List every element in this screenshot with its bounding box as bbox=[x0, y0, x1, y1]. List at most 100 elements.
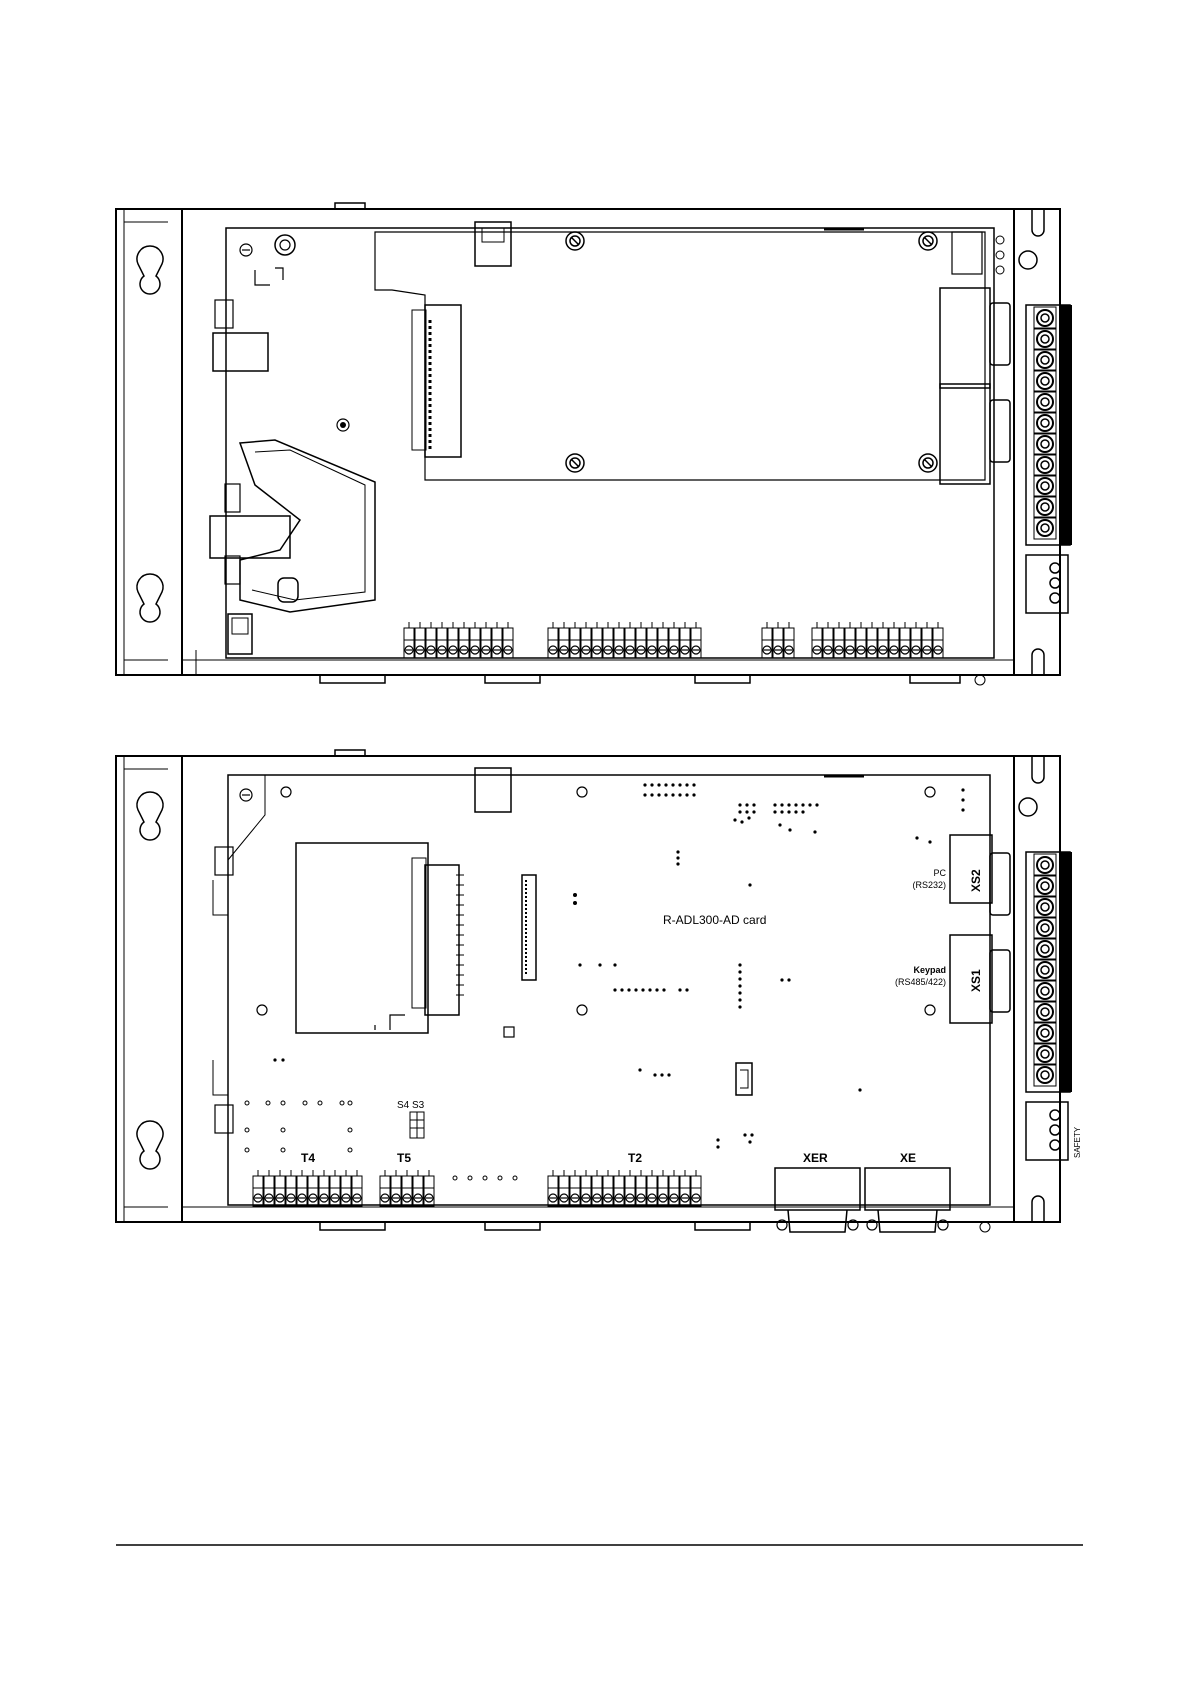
power-terminal-strip bbox=[1026, 305, 1072, 545]
pc-label: PC bbox=[933, 868, 946, 878]
terminal-screw-icon bbox=[592, 622, 602, 658]
housing-outline bbox=[182, 209, 1014, 675]
terminal-screw-icon bbox=[691, 622, 701, 658]
card-title-label: R-ADL300-AD card bbox=[663, 913, 766, 927]
power-terminal-icon bbox=[1034, 980, 1056, 1002]
terminal-screw-icon bbox=[581, 622, 591, 658]
terminal-screw-icon bbox=[481, 622, 491, 658]
safety-screw-icon bbox=[1050, 1140, 1060, 1150]
terminal-screw-icon bbox=[773, 622, 783, 658]
terminal-screw-icon bbox=[680, 622, 690, 658]
terminal-screw-icon bbox=[424, 1170, 434, 1206]
power-terminal-strip bbox=[1026, 852, 1072, 1092]
left-mounting-flange bbox=[116, 756, 182, 1222]
terminal-screw-icon bbox=[286, 1170, 296, 1206]
terminal-screw-icon bbox=[297, 1170, 307, 1206]
safety-terminal-top bbox=[1026, 555, 1068, 613]
power-terminal-icon bbox=[1034, 1064, 1056, 1086]
safety-screw-icon bbox=[1050, 593, 1060, 603]
terminal-screw-icon bbox=[413, 1170, 423, 1206]
xs1-label: XS1 bbox=[969, 969, 983, 992]
terminal-screw-icon bbox=[614, 622, 624, 658]
power-terminal-icon bbox=[1034, 475, 1056, 497]
keypad-label: Keypad bbox=[913, 965, 946, 975]
mounting-hole-icon bbox=[137, 792, 163, 840]
screw-icon bbox=[240, 244, 252, 256]
power-terminal-icon bbox=[1034, 412, 1056, 434]
terminal-screw-icon bbox=[308, 1170, 318, 1206]
power-terminal-icon bbox=[1034, 854, 1056, 876]
terminal-screw-icon bbox=[900, 622, 910, 658]
power-terminal-icon bbox=[1034, 1022, 1056, 1044]
mounting-hole-icon bbox=[137, 1121, 163, 1169]
t4-label: T4 bbox=[301, 1151, 315, 1165]
terminal-screw-icon bbox=[856, 622, 866, 658]
terminal-screw-icon bbox=[404, 622, 414, 658]
terminal-screw-icon bbox=[889, 622, 899, 658]
terminal-blocks-bottom bbox=[253, 1170, 701, 1206]
option-card-outline bbox=[228, 775, 990, 1205]
terminal-screw-icon bbox=[581, 1170, 591, 1206]
safety-label: SAFETY bbox=[1073, 1126, 1082, 1158]
terminal-screw-icon bbox=[636, 622, 646, 658]
power-terminal-icon bbox=[1034, 454, 1056, 476]
terminal-screw-icon bbox=[922, 622, 932, 658]
terminal-screw-icon bbox=[647, 622, 657, 658]
terminal-screw-icon bbox=[878, 622, 888, 658]
t5-label: T5 bbox=[397, 1151, 411, 1165]
xs2-label: XS2 bbox=[969, 869, 983, 892]
terminal-screw-icon bbox=[658, 622, 668, 658]
terminal-screw-icon bbox=[911, 622, 921, 658]
terminal-screw-icon bbox=[784, 622, 794, 658]
terminal-screw-icon bbox=[402, 1170, 412, 1206]
s4s3-label: S4 S3 bbox=[397, 1100, 425, 1111]
terminal-screw-icon bbox=[570, 622, 580, 658]
terminal-screw-icon bbox=[603, 1170, 613, 1206]
terminal-screw-icon bbox=[603, 622, 613, 658]
t2-label: T2 bbox=[628, 1151, 642, 1165]
terminal-screw-icon bbox=[680, 1170, 690, 1206]
terminal-screw-icon bbox=[448, 622, 458, 658]
terminal-screw-icon bbox=[503, 622, 513, 658]
terminal-screw-icon bbox=[437, 622, 447, 658]
terminal-screw-icon bbox=[625, 1170, 635, 1206]
screw-icon bbox=[919, 232, 937, 250]
screw-icon bbox=[566, 454, 584, 472]
terminal-screw-icon bbox=[834, 622, 844, 658]
terminal-screw-icon bbox=[845, 622, 855, 658]
terminal-screw-icon bbox=[330, 1170, 340, 1206]
xs2-connector-top bbox=[940, 288, 990, 388]
terminal-screw-icon bbox=[548, 622, 558, 658]
terminal-screw-icon bbox=[426, 622, 436, 658]
rs485-label: (RS485/422) bbox=[895, 977, 946, 987]
terminal-screw-icon bbox=[341, 1170, 351, 1206]
terminal-screw-icon bbox=[253, 1170, 263, 1206]
terminal-screw-icon bbox=[658, 1170, 668, 1206]
terminal-screw-icon bbox=[352, 1170, 362, 1206]
terminal-screw-icon bbox=[380, 1170, 390, 1206]
power-terminal-icon bbox=[1034, 307, 1056, 329]
terminal-screw-icon bbox=[559, 622, 569, 658]
terminal-screw-icon bbox=[470, 622, 480, 658]
xe-label: XE bbox=[900, 1151, 916, 1165]
terminal-screw-icon bbox=[762, 622, 772, 658]
power-terminal-icon bbox=[1034, 1043, 1056, 1065]
left-mounting-flange bbox=[116, 209, 182, 675]
power-terminal-icon bbox=[1034, 917, 1056, 939]
terminal-screw-icon bbox=[614, 1170, 624, 1206]
terminal-screw-icon bbox=[647, 1170, 657, 1206]
safety-screw-icon bbox=[1050, 578, 1060, 588]
terminal-screw-icon bbox=[459, 622, 469, 658]
drive-top-view bbox=[116, 203, 1072, 685]
terminal-screw-icon bbox=[548, 1170, 558, 1206]
terminal-screw-icon bbox=[592, 1170, 602, 1206]
power-terminal-icon bbox=[1034, 875, 1056, 897]
terminal-screw-icon bbox=[691, 1170, 701, 1206]
terminal-screw-icon bbox=[636, 1170, 646, 1206]
power-terminal-icon bbox=[1034, 370, 1056, 392]
terminal-screw-icon bbox=[669, 622, 679, 658]
mounting-hole-icon bbox=[137, 574, 163, 622]
power-terminal-icon bbox=[1034, 496, 1056, 518]
terminal-screw-icon bbox=[812, 622, 822, 658]
terminal-screw-icon bbox=[319, 1170, 329, 1206]
